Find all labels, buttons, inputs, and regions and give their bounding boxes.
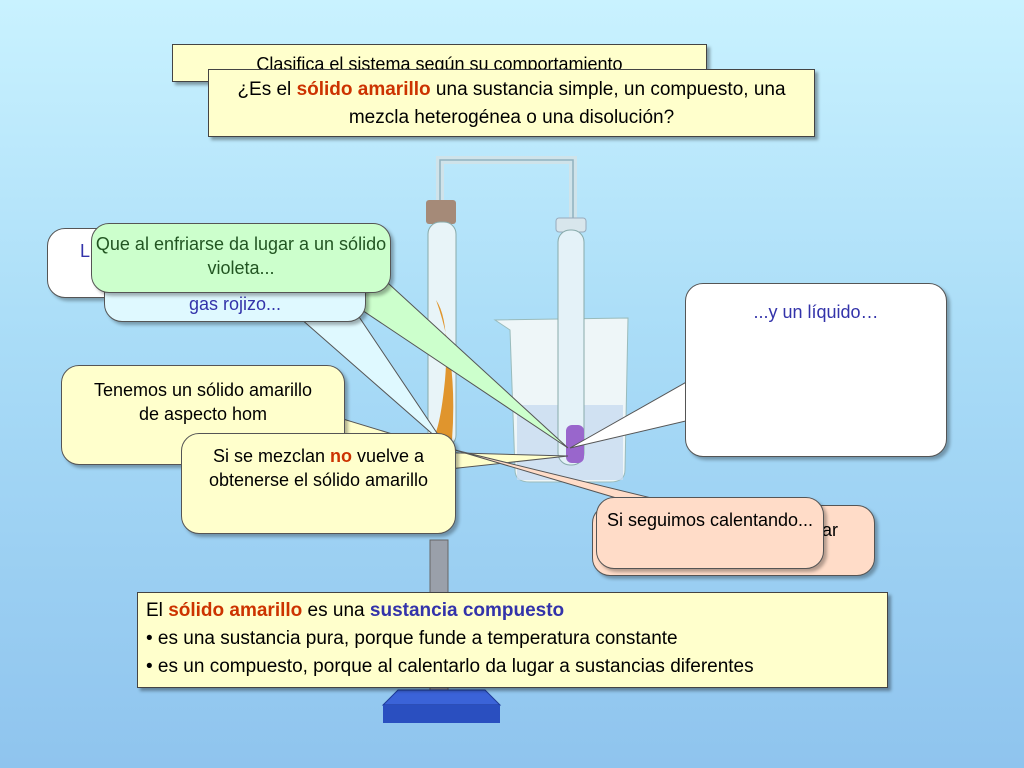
question-highlight: sólido amarillo [296, 79, 431, 100]
question-suffix: una sustancia simple, un compuesto, una … [348, 79, 786, 128]
callout-mix-prefix: Si se mezclan [212, 446, 330, 466]
summary-prefix: El [146, 600, 169, 621]
violet-liquid [566, 425, 584, 463]
callout-hidden-left-text: L [80, 241, 91, 261]
callout-continue: Si seguimos calentando... [596, 497, 824, 569]
callout-mix: Si se mezclan no vuelve a obtenerse el s… [181, 433, 456, 534]
burner-base [381, 689, 502, 706]
summary-highlight: sólido amarillo [168, 600, 303, 621]
callout-liquid-text: ...y un líquido… [753, 302, 879, 322]
callout-continue-text: Si seguimos calentando... [606, 510, 814, 530]
yellow-solid [432, 300, 454, 440]
summary-box: El sólido amarillo es una sustancia comp… [137, 592, 888, 688]
summary-mid: es una [302, 600, 370, 621]
callout-gas-text: gas rojizo... [188, 294, 282, 314]
summary-line1: El sólido amarillo es una sustancia comp… [146, 597, 879, 625]
callout-liquid: ...y un líquido… [685, 283, 947, 457]
question-prefix: ¿Es el [237, 79, 297, 100]
callout-violet-text: Que al enfriarse da lugar a un sólido vi… [95, 234, 387, 278]
stopper-left [426, 200, 456, 224]
summary-highlight2: sustancia compuesto [369, 600, 565, 621]
callout-mix-no: no [330, 446, 352, 466]
callout-peach-back-text: ar [821, 520, 838, 540]
callout-solid-text: Tenemos un sólido amarillo de aspecto ho… [93, 380, 313, 424]
test-tube-right [557, 229, 585, 466]
question-box: ¿Es el sólido amarillo una sustancia sim… [208, 69, 815, 137]
callout-violet: Que al enfriarse da lugar a un sólido vi… [91, 223, 391, 293]
summary-bullet-1: • es una sustancia pura, porque funde a … [146, 628, 678, 649]
summary-bullet-2: • es un compuesto, porque al calentarlo … [146, 656, 754, 677]
callout-mix-suffix: vuelve a obtenerse el sólido amarillo [208, 446, 429, 490]
burner-foot [383, 705, 500, 723]
